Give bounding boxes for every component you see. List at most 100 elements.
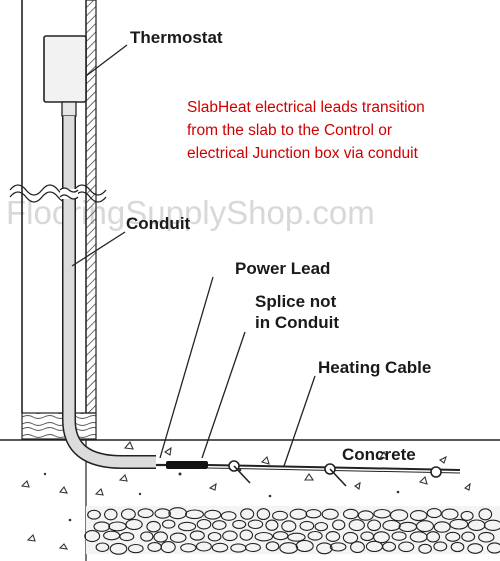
gravel-stone [146, 520, 161, 533]
gravel-stone [332, 519, 346, 531]
gravel-stone [104, 508, 118, 521]
gravel-stone [161, 519, 176, 529]
gravel-stone [178, 521, 197, 532]
power-lead-leader [159, 276, 214, 459]
gravel-stone [314, 521, 329, 532]
label-splice-line1: Splice not [255, 292, 337, 311]
gravel-stone [305, 509, 322, 519]
label-heating-cable: Heating Cable [318, 358, 431, 377]
gravel-stone [279, 542, 299, 554]
label-concrete: Concrete [342, 445, 416, 464]
gravel-stone [185, 509, 204, 520]
gravel-stone [245, 542, 261, 553]
gravel-stone [342, 508, 359, 520]
gravel-stone [207, 531, 222, 542]
gravel-stone [153, 531, 168, 543]
gravel-stone [239, 529, 254, 541]
gravel-stone [450, 541, 465, 553]
gravel-stone [357, 510, 374, 521]
gravel-stone [254, 531, 274, 542]
splice-leader [201, 331, 246, 459]
gravel-stone [189, 530, 205, 541]
gravel-stone [204, 509, 222, 520]
gravel-stone [222, 530, 238, 542]
gravel-stone [137, 508, 154, 519]
transition-note: SlabHeat electrical leads transition fro… [187, 99, 425, 162]
gravel-stone [272, 531, 289, 541]
gravel-stone [373, 531, 390, 544]
leader-lines [71, 44, 316, 467]
gravel-stone [418, 543, 432, 554]
gravel-stone [478, 531, 495, 543]
gravel-stone [95, 542, 110, 552]
gravel-stone [211, 542, 229, 553]
gravel-stone [461, 531, 476, 542]
gravel-stone [154, 508, 171, 519]
gravel-stone [180, 543, 197, 553]
label-conduit: Conduit [126, 214, 191, 233]
gravel-stone [196, 518, 212, 530]
gravel-stone [391, 531, 407, 541]
gravel-stone [265, 541, 280, 552]
slab-and-subgrade [0, 439, 500, 561]
gravel-stone [389, 509, 409, 522]
gravel-stone [460, 510, 474, 521]
thermostat-leader [85, 44, 128, 77]
gravel-stone [445, 531, 461, 542]
gravel-stone [348, 519, 365, 532]
gravel-stone [93, 521, 111, 532]
gravel-stone [398, 541, 415, 553]
thermostat-box [43, 35, 87, 103]
gravel-stone [169, 532, 187, 543]
gravel-stone [307, 530, 323, 541]
gravel-stone [325, 531, 341, 542]
gravel-stone [441, 508, 459, 520]
gravel-stone [281, 520, 297, 533]
gravel-stone [316, 542, 333, 555]
conduit-leader [71, 231, 126, 267]
gravel-stone [433, 541, 448, 552]
gravel-stone [247, 519, 264, 530]
gravel-stone [109, 542, 128, 555]
gravel-stone [478, 508, 493, 521]
gravel-stone [433, 521, 451, 533]
gravel-stone [195, 541, 212, 552]
gravel-stone [125, 518, 143, 531]
gravel-stone [449, 518, 469, 530]
gravel-stone [240, 508, 255, 520]
gravel-stone [265, 519, 279, 531]
label-power-lead: Power Lead [235, 259, 330, 278]
gravel-stone [256, 508, 271, 521]
gravel-stone [350, 541, 365, 554]
note-line-3: electrical Junction box via conduit [187, 145, 419, 162]
wall [9, 0, 107, 440]
gravel-stone [295, 539, 314, 553]
gravel-stone [321, 508, 339, 520]
wood-sill-plate [21, 412, 97, 440]
gravel-stone [140, 531, 154, 542]
heating-cable-leader [283, 375, 316, 467]
splice [166, 461, 208, 469]
heating-cable-run [156, 460, 461, 487]
gravel-stone [342, 531, 359, 544]
gravel-stone [87, 509, 101, 520]
gravel-stone [329, 542, 347, 552]
conduit-pipe [59, 116, 156, 469]
gravel-stone [212, 520, 227, 531]
note-line-2: from the slab to the Control or [187, 122, 392, 139]
gravel-stone [220, 511, 237, 521]
gravel-stone [416, 520, 434, 533]
gravel-stone [272, 510, 288, 521]
gravel-stone [483, 519, 500, 531]
gravel-stone [299, 520, 315, 531]
conduit-connector [61, 101, 77, 117]
gravel-stone [486, 542, 500, 554]
gravel-stone [232, 519, 247, 529]
gravel-stone [160, 541, 176, 554]
gravel-stone [120, 508, 136, 520]
gravel-stone [287, 532, 306, 542]
gravel-stone [467, 543, 484, 554]
gravel-stone [382, 519, 401, 532]
gravel-stone [127, 543, 144, 554]
